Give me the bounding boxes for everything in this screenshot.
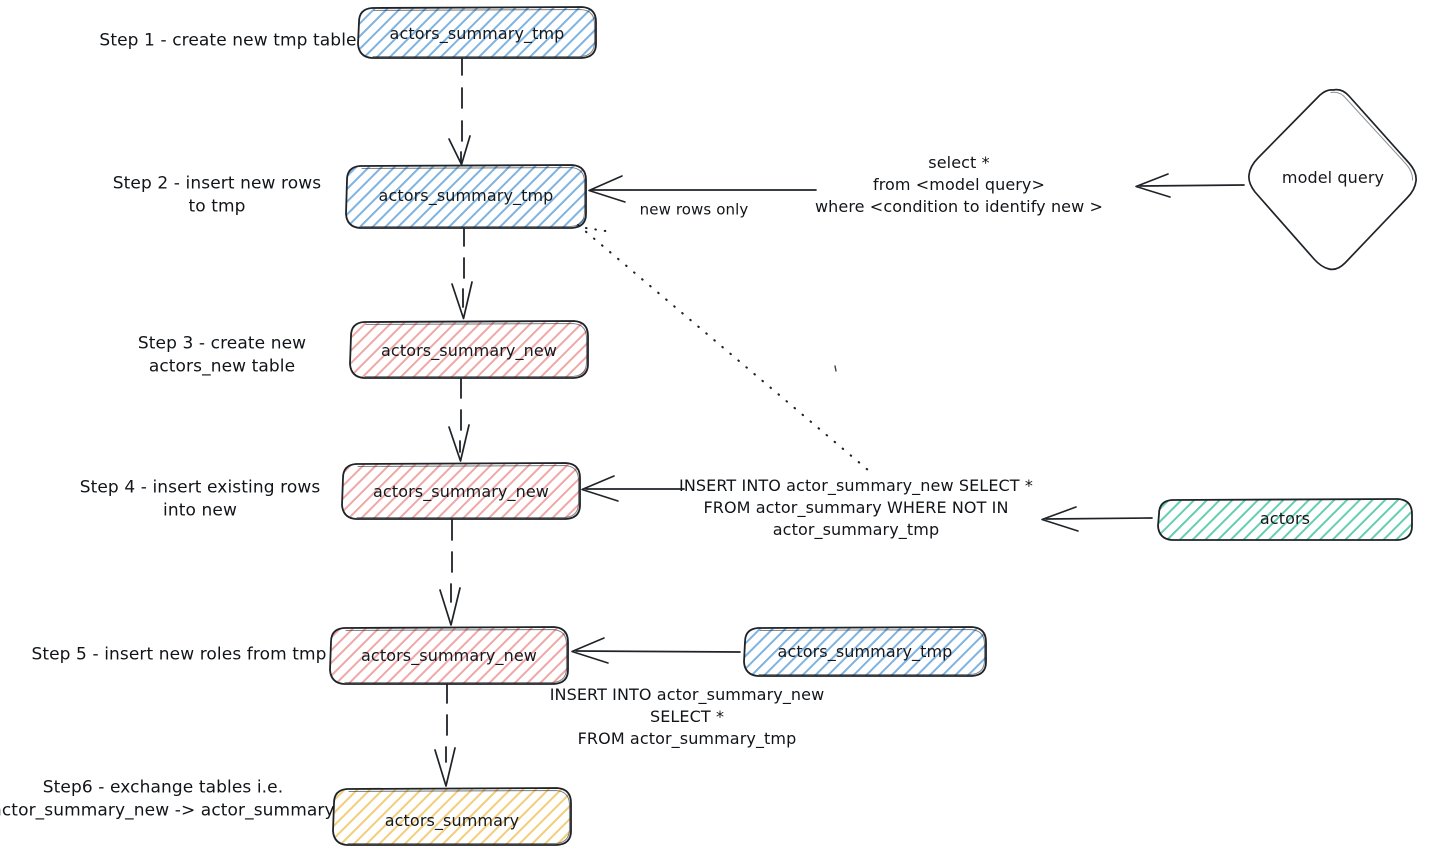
arrow-new5-to-summary6 [434,683,456,787]
node-summary6-shape[interactable] [332,787,572,846]
arrow-tmp1-to-tmp2 [448,57,471,166]
edge-label-insert-existing-sql: INSERT INTO actor_summary_new SELECT * F… [679,475,1033,540]
node-model-query-shape[interactable] [1248,88,1417,271]
node-new4-shape[interactable] [341,462,581,520]
step-label-3: Step 3 - create new actors_new table [137,333,307,377]
step-label-4: Step 4 - insert existing rows into new [79,477,321,521]
stray-marks [834,365,837,372]
step-label-6: Step6 - exchange tables i.e. actor_summa… [0,777,335,821]
arrow-new4-to-new5 [439,518,461,626]
node-label-summary6: actors_summary [384,810,520,830]
node-label-actors: actors [1259,508,1311,528]
node-tmp5-shape[interactable] [743,626,987,677]
node-label-new4: actors_summary_new [373,481,549,501]
arrow-actors-to-new4 [581,475,1153,532]
dotted-connector-tmp2-to-step4 [576,223,870,472]
node-label-new5: actors_summary_new [361,645,537,665]
step-label-1: Step 1 - create new tmp table [99,30,357,51]
arrow-tmp5-to-new5 [571,637,741,664]
node-tmp2-shape[interactable] [345,164,587,229]
node-label-model-query: model query [1281,167,1385,187]
step-label-5: Step 5 - insert new roles from tmp [31,644,327,665]
node-label-new3: actors_summary_new [381,340,557,360]
arrow-modelquery-to-tmp2 [588,173,1245,203]
node-new5-shape[interactable] [329,626,569,685]
arrow-new3-to-new4 [448,377,470,462]
node-label-tmp1: actors_summary_tmp [389,23,565,43]
edge-label-model-query-sql: select * from <model query> where <condi… [814,152,1104,217]
edge-label-new-rows-only: new rows only [639,200,749,219]
node-label-tmp2: actors_summary_tmp [378,185,554,205]
node-tmp1-shape[interactable] [357,6,597,59]
node-actors-shape[interactable] [1157,498,1413,541]
step-label-2: Step 2 - insert new rows to tmp [112,173,322,217]
node-new3-shape[interactable] [349,320,589,379]
edge-label-insert-from-tmp-sql: INSERT INTO actor_summary_new SELECT * F… [549,684,825,749]
arrow-tmp2-to-new3 [451,227,473,320]
node-label-tmp5: actors_summary_tmp [777,641,953,661]
